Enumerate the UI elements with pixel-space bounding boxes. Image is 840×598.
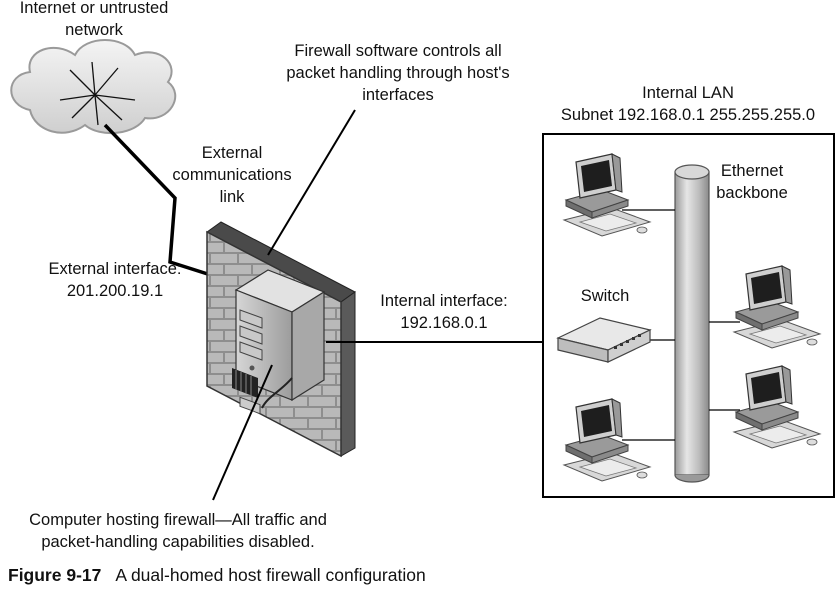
internet-cloud — [10, 39, 177, 135]
figure-caption-text: A dual-homed host firewall configuration — [115, 565, 426, 585]
figure-number: Figure 9-17 — [8, 565, 102, 585]
internal-lan-label: Internal LAN Subnet 192.168.0.1 255.255.… — [560, 84, 816, 124]
computer-hosting-label: Computer hosting firewall—All traffic an… — [29, 511, 327, 551]
external-interface-label: External interface: 201.200.19.1 — [48, 260, 182, 300]
internal-interface-label: Internal interface: 192.168.0.1 — [380, 292, 508, 332]
figure-caption: Figure 9-17 A dual-homed host firewall co… — [8, 565, 426, 586]
ethernet-backbone-pillar — [674, 164, 710, 483]
firewall-software-label: Firewall software controls all packet ha… — [286, 42, 510, 104]
internet-label: Internet or untrusted network — [19, 0, 169, 39]
ethernet-backbone-label: Ethernet backbone — [716, 162, 788, 202]
computer-hosting-pointer — [212, 364, 273, 501]
switch-label: Switch — [580, 287, 630, 305]
firewall-server — [232, 269, 326, 415]
switch-device — [556, 317, 652, 363]
external-link-label: External communications link — [172, 144, 292, 206]
lan-link-lines — [622, 209, 740, 441]
firewall-software-pointer — [267, 109, 356, 256]
